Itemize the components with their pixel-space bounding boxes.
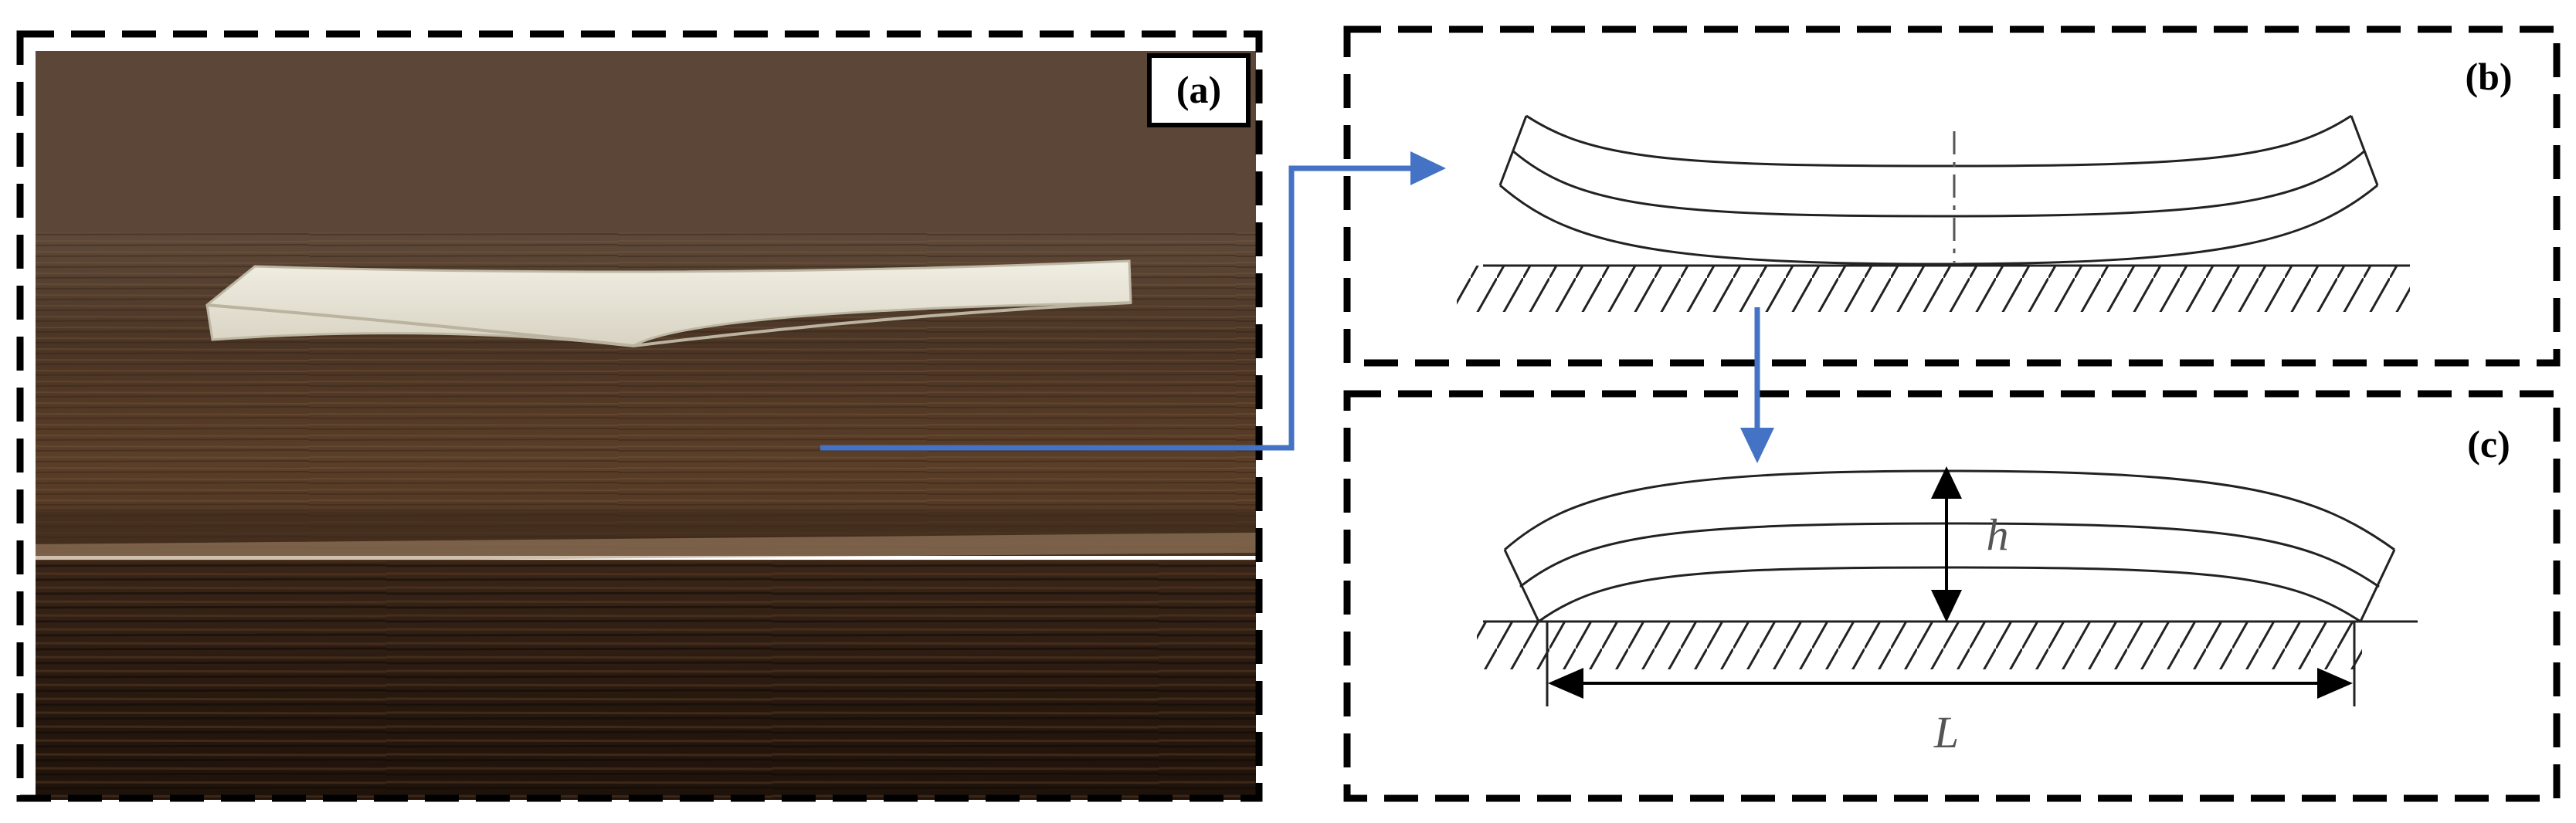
- panel-c: (c) h L: [1343, 390, 2561, 802]
- strip-schematic-b: [1498, 114, 2379, 266]
- arrow-left-icon: [1548, 668, 1583, 699]
- panel-a: (a): [16, 30, 1263, 802]
- arrow-down-icon: [1740, 428, 1774, 463]
- photo: [36, 51, 1256, 800]
- panel-c-label: (c): [2467, 422, 2510, 466]
- connector-arrows: [820, 151, 1774, 463]
- panel-a-frame: [16, 30, 1263, 802]
- panel-b-label: (b): [2465, 55, 2512, 98]
- table-edge-highlight: [36, 533, 1256, 564]
- panel-c-frame: [1343, 390, 2561, 802]
- height-label: h: [1987, 510, 2009, 560]
- panel-a-label: (a): [1176, 68, 1221, 111]
- panel-b: (b): [1343, 25, 2561, 367]
- arrow-down-icon: [1931, 590, 1962, 622]
- length-dimension: L: [1546, 621, 2356, 757]
- arrow-right-icon: [2317, 668, 2353, 699]
- panel-b-frame: [1343, 25, 2561, 367]
- height-dimension: h: [1931, 466, 2009, 622]
- ground-c: [1477, 620, 2418, 669]
- connector-a-to-b: [820, 165, 1414, 451]
- arrow-up-icon: [1931, 466, 1962, 499]
- panel-a-label-box: [1147, 53, 1251, 127]
- length-label: L: [1933, 707, 1959, 757]
- ground-b: [1457, 264, 2410, 312]
- arrow-right-icon: [1410, 151, 1446, 185]
